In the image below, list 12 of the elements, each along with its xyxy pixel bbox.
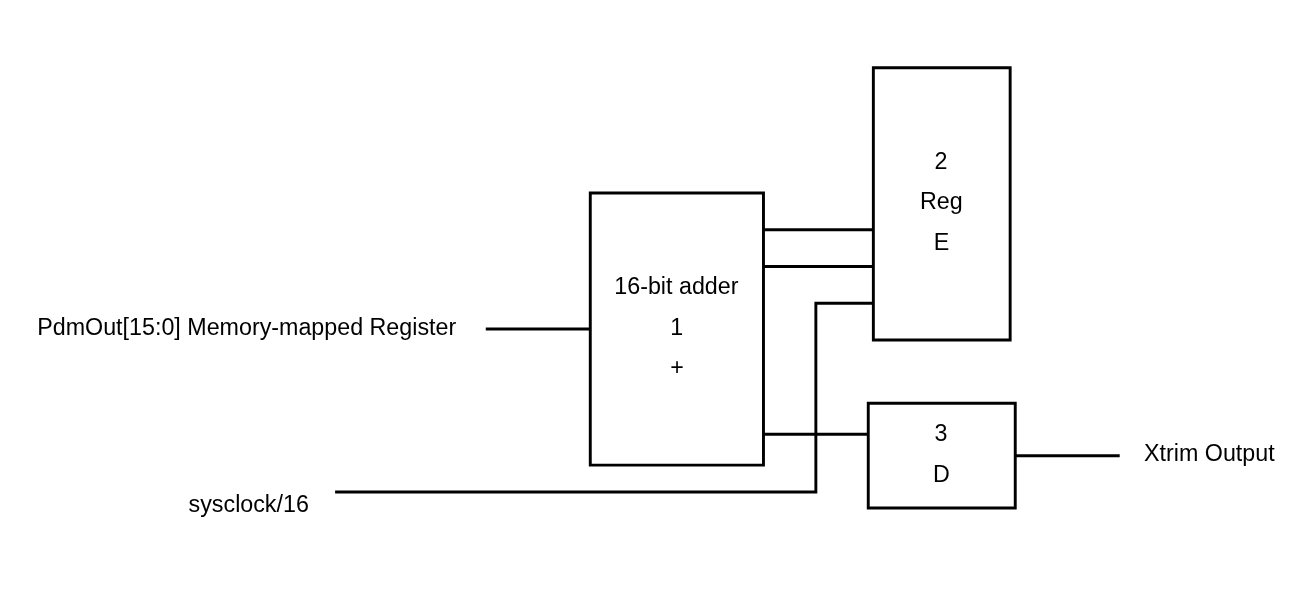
connector: [485, 327, 591, 330]
connector: [763, 432, 869, 436]
node-box: 16-bit adder 1 +: [588, 191, 765, 467]
connector: [763, 227, 873, 231]
node-text: Xtrim Output: [1144, 439, 1275, 466]
node-box: 3 D: [866, 401, 1017, 510]
node-box: 2 Reg E: [871, 65, 1012, 341]
node-text: PdmOut[15:0] Memory-mapped Register: [37, 313, 457, 340]
node-text: sysclock/16: [188, 490, 309, 517]
connector: [1015, 453, 1120, 457]
connector: [335, 301, 874, 493]
connector: [763, 264, 874, 268]
